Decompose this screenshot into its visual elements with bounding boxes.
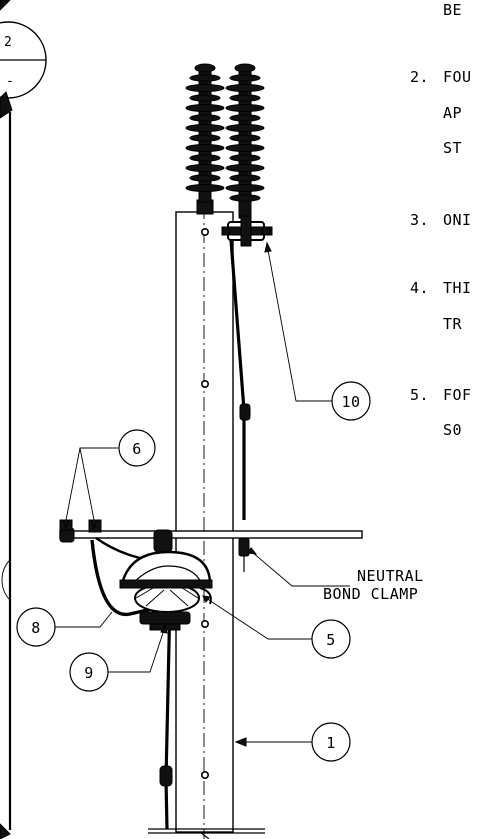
note-2-line-2: AP	[443, 104, 462, 122]
callout-10-label: 10	[341, 393, 360, 411]
callout-6: 6	[118, 429, 156, 467]
callout-6-label: 6	[132, 440, 142, 458]
note-5-number: 5.	[410, 386, 429, 404]
leader-lines	[54, 241, 350, 747]
note-3-number: 3.	[410, 211, 429, 229]
callout-9-label: 9	[84, 664, 94, 682]
note-1-text: BE	[443, 1, 462, 19]
note-4-number: 4.	[410, 279, 429, 297]
callout-9: 9	[69, 652, 109, 692]
sheet-suffix: -	[6, 74, 14, 89]
down-conductor	[159, 239, 251, 830]
sheet-reference-bubble: 2 -	[0, 0, 47, 839]
callout-10: 10	[331, 381, 371, 421]
note-2-line-1: FOU	[443, 68, 472, 86]
callout-8: 8	[16, 607, 56, 647]
note-4-line-2: TR	[443, 315, 463, 333]
callout-5-label: 5	[326, 631, 336, 649]
callout-8-label: 8	[31, 619, 41, 637]
note-4-line-1: THI	[443, 279, 472, 297]
note-2-line-3: ST	[443, 139, 462, 157]
callout-5: 5	[311, 619, 351, 659]
note-5-line-1: FOF	[443, 386, 472, 404]
notes-column: BE 2. FOU AP ST 3. ONI 4. THI TR 5. FOF …	[410, 1, 472, 439]
insulator-left	[185, 63, 225, 215]
arrester-assembly	[90, 529, 213, 631]
sheet-number: 2	[4, 35, 12, 50]
note-3-line-1: ONI	[443, 211, 472, 229]
bond-clamp-label: BOND CLAMP	[323, 585, 418, 603]
insulator-bracket-clamp	[221, 215, 273, 247]
callout-1-label: 1	[326, 734, 336, 752]
insulator-right	[225, 63, 265, 219]
neutral-label: NEUTRAL	[357, 567, 424, 585]
utility-pole	[148, 205, 265, 839]
note-5-line-2: S0	[443, 421, 462, 439]
callout-1: 1	[311, 722, 351, 762]
note-2-number: 2.	[410, 68, 429, 86]
